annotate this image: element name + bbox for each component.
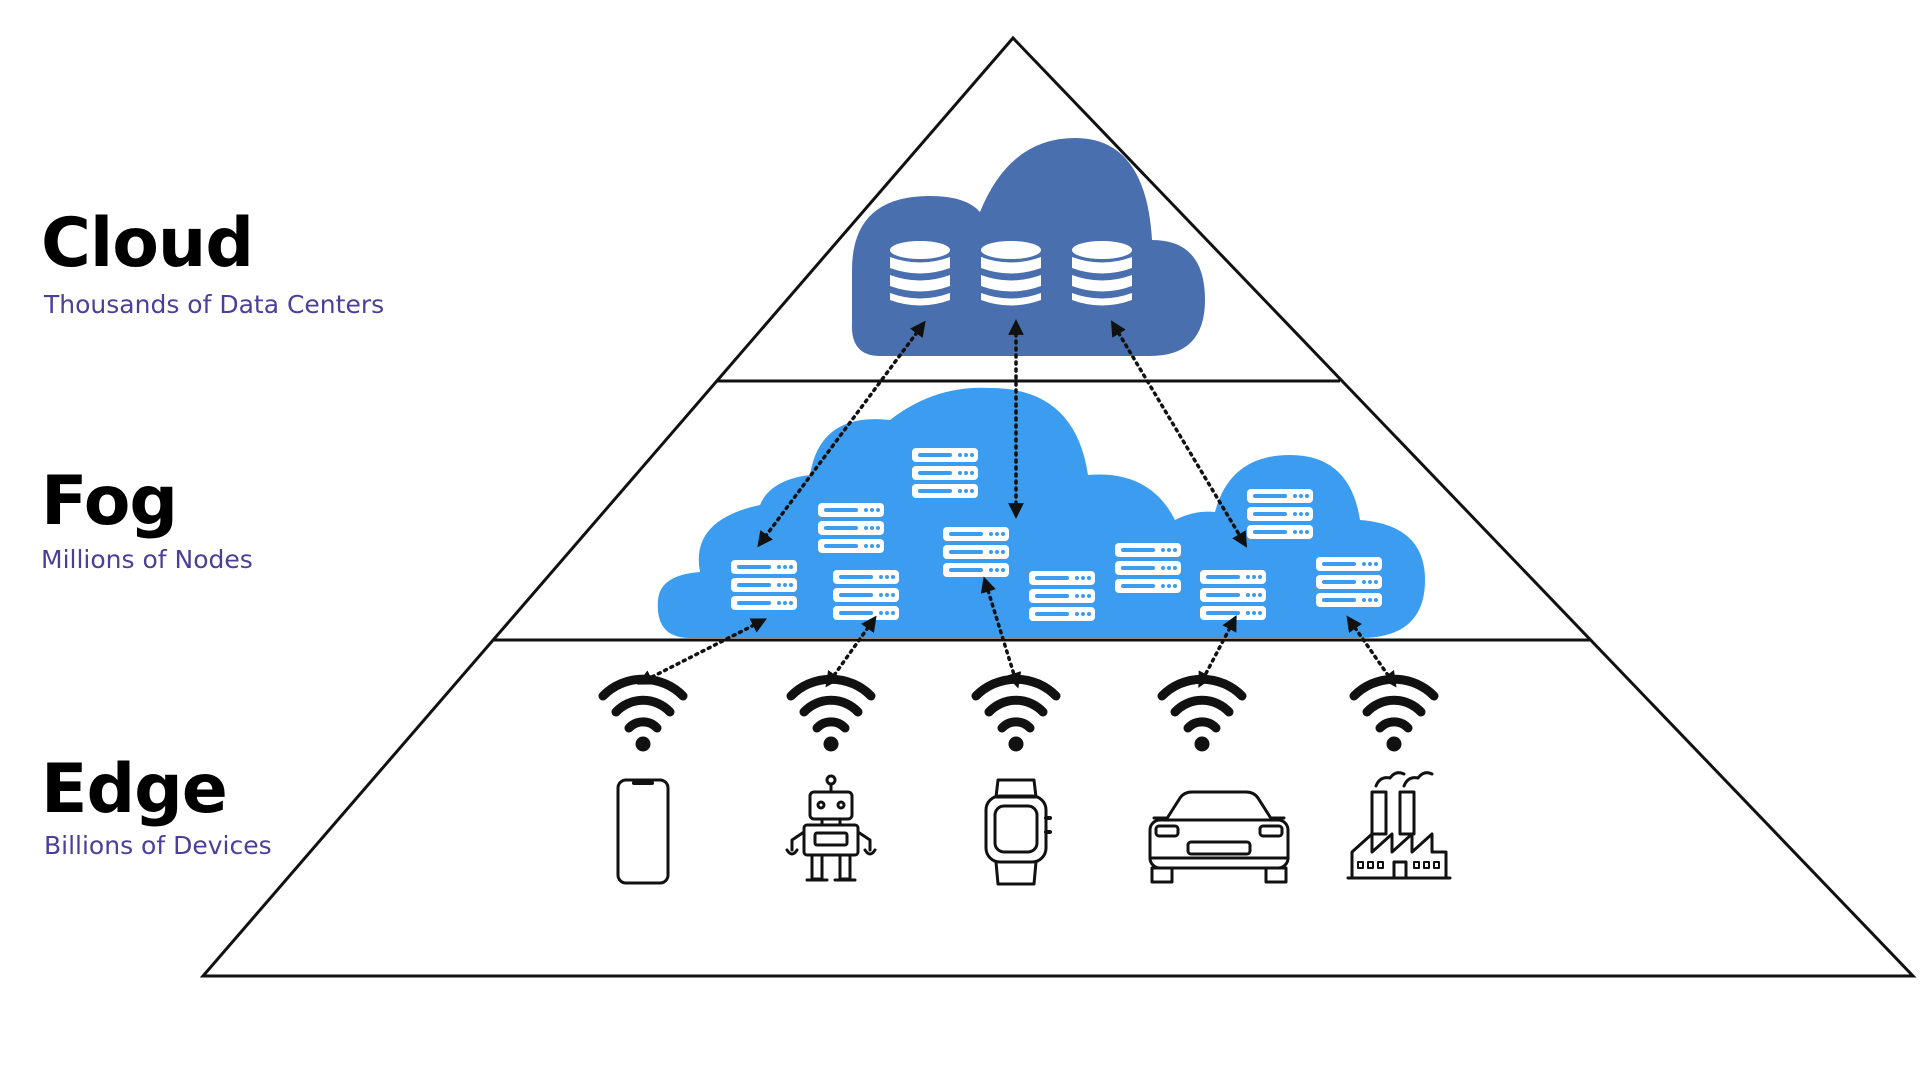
edge-tier-title: Edge xyxy=(41,750,228,829)
server-rack-icon xyxy=(731,560,797,610)
wifi-icon xyxy=(791,679,871,751)
smartwatch-icon xyxy=(984,778,1052,886)
car-icon xyxy=(1148,790,1290,884)
cloud-tier-subtitle: Thousands of Data Centers xyxy=(44,290,385,319)
fog-tier-subtitle: Millions of Nodes xyxy=(41,545,253,574)
wifi-icon xyxy=(603,679,683,751)
connection-arrows xyxy=(636,319,1397,689)
server-rack-icon xyxy=(1316,557,1382,607)
server-rack-icon xyxy=(943,527,1009,577)
wifi-icon xyxy=(976,679,1056,751)
smartphone-icon xyxy=(616,778,670,885)
fog-tier-title: Fog xyxy=(41,462,178,541)
server-rack-icon xyxy=(912,448,978,498)
server-rack-icon xyxy=(1200,570,1266,620)
server-rack-icon xyxy=(818,503,884,553)
factory-icon xyxy=(1346,771,1452,880)
cloud-tier-title: Cloud xyxy=(41,204,254,283)
edge-devices xyxy=(616,771,1452,886)
robot-icon xyxy=(785,774,877,882)
server-rack-icon xyxy=(1115,543,1181,593)
server-rack-icon xyxy=(1029,571,1095,621)
wifi-icons xyxy=(603,679,1434,751)
edge-tier-subtitle: Billions of Devices xyxy=(44,831,272,860)
server-rack-icon xyxy=(1247,489,1313,539)
server-rack-icon xyxy=(833,570,899,620)
wifi-icon xyxy=(1354,679,1434,751)
wifi-icon xyxy=(1162,679,1242,751)
